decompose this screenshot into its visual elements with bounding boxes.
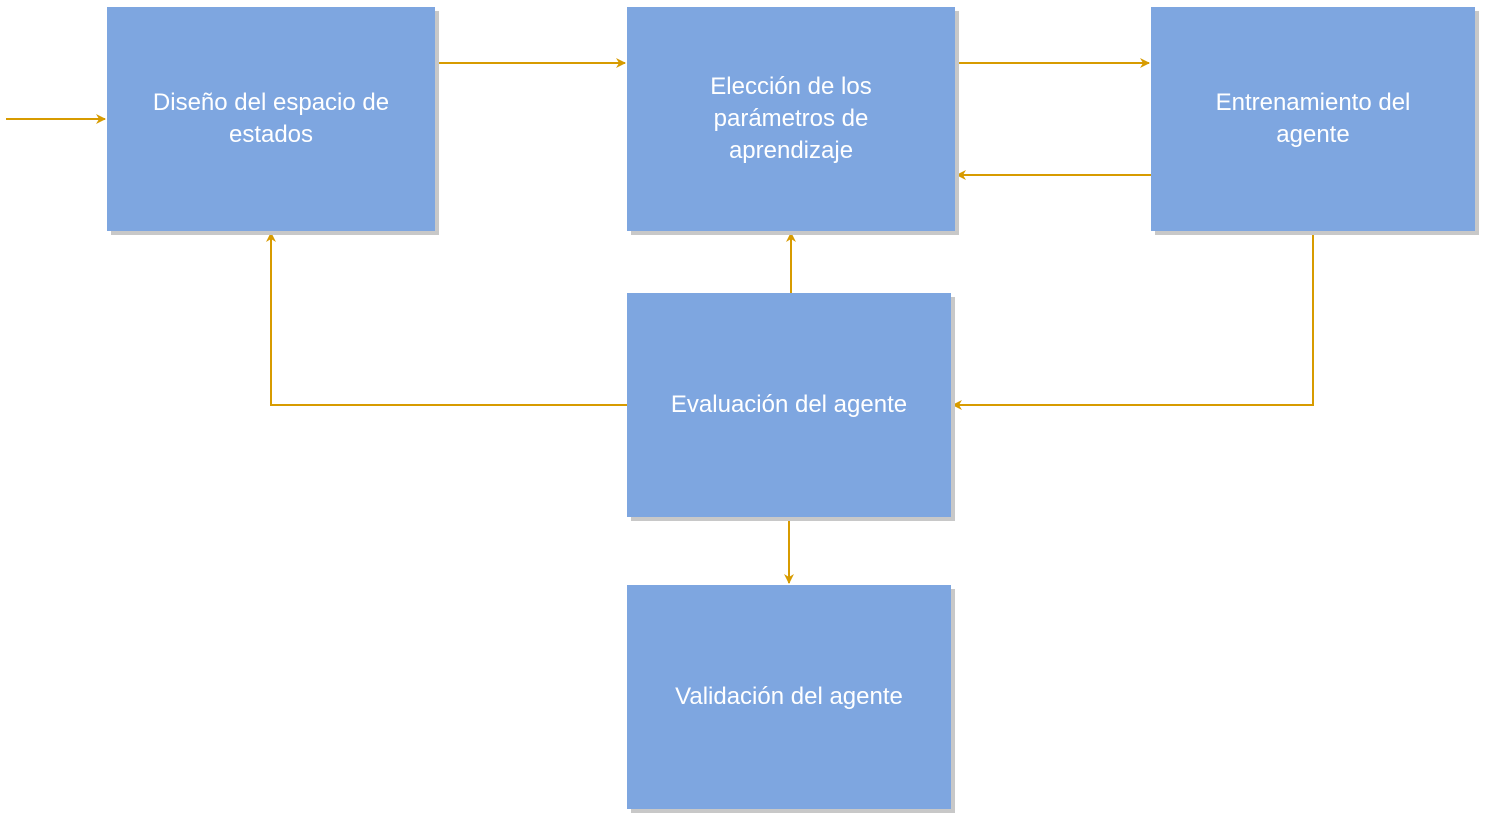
node-evaluacion-agente[interactable]: Evaluación del agente: [627, 293, 951, 517]
node-diseno-espacio-estados[interactable]: Diseño del espacio de estados: [107, 7, 435, 231]
node-entrenamiento-agente[interactable]: Entrenamiento del agente: [1151, 7, 1475, 231]
node-validacion-label: Validación del agente: [675, 683, 903, 710]
arrow-entrenamiento-to-evaluacion: [952, 231, 1314, 410]
node-diseno-label: Diseño del espacio de estados: [152, 89, 390, 148]
arrow-evaluacion-to-diseno: [266, 232, 627, 406]
node-entrenamiento-label: Entrenamiento del agente: [1215, 89, 1411, 148]
node-eleccion-parametros[interactable]: Elección de los parámetros de aprendizaj…: [627, 7, 955, 231]
node-evaluacion-label: Evaluación del agente: [670, 391, 908, 418]
node-eleccion-label: Elección de los parámetros de aprendizaj…: [710, 73, 872, 164]
node-validacion-agente[interactable]: Validación del agente: [627, 585, 951, 809]
